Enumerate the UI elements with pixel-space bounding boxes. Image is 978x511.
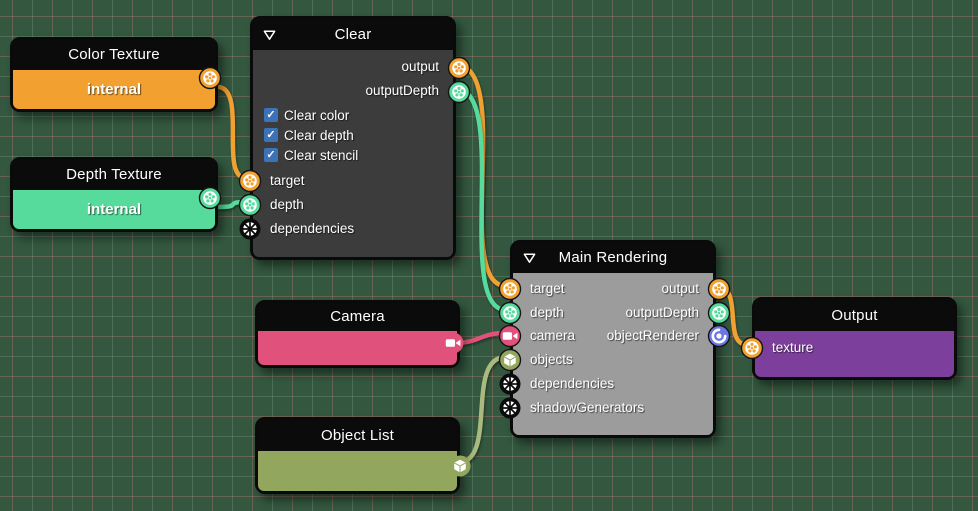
node-depth-texture-header[interactable]: Depth Texture — [13, 160, 215, 190]
main-objects-port[interactable] — [498, 348, 522, 372]
collapse-triangle-icon[interactable] — [522, 252, 537, 265]
clear-output-port[interactable] — [447, 56, 471, 80]
wire-colortexture-to-clear-target[interactable] — [216, 84, 249, 181]
node-title: Clear — [334, 26, 372, 43]
node-main-rendering-body: target output depth outputDepth camera o… — [513, 273, 713, 435]
port-label-output: output — [401, 59, 439, 74]
port-label-texture: texture — [772, 340, 814, 355]
checkbox-label: Clear stencil — [284, 147, 359, 163]
node-title: Depth Texture — [66, 166, 162, 183]
texture-reel-icon — [498, 301, 522, 325]
texture-reel-icon — [238, 169, 262, 193]
wire-objectlist-to-main-objects[interactable] — [454, 354, 509, 466]
cube-icon — [498, 348, 522, 372]
port-label-depth: depth — [270, 197, 304, 212]
node-title: Color Texture — [68, 46, 160, 63]
node-title: Main Rendering — [558, 249, 668, 266]
node-depth-texture-body: internal — [13, 190, 215, 229]
port-label-camera: camera — [530, 328, 576, 343]
port-label-outputdepth: outputDepth — [365, 83, 439, 98]
main-shadowgenerators-port[interactable] — [498, 396, 522, 420]
node-main-rendering-header[interactable]: Main Rendering — [513, 243, 713, 273]
color-texture-output-port[interactable] — [198, 66, 222, 90]
texture-reel-icon — [707, 277, 731, 301]
collapse-triangle-icon[interactable] — [262, 28, 277, 41]
texture-reel-icon — [498, 277, 522, 301]
port-label-output: output — [661, 281, 699, 296]
object-list-output-port[interactable] — [448, 454, 472, 478]
checkbox-clear-stencil[interactable]: ✓ Clear stencil — [264, 145, 358, 165]
checkbox-checked-icon[interactable]: ✓ — [264, 108, 278, 122]
texture-reel-icon — [238, 193, 262, 217]
node-object-list-header[interactable]: Object List — [258, 420, 457, 451]
main-objectrenderer-port[interactable] — [707, 324, 731, 348]
port-label-depth: depth — [530, 305, 564, 320]
clear-depth-port[interactable] — [238, 193, 262, 217]
node-camera-header[interactable]: Camera — [258, 303, 457, 331]
node-color-texture-header[interactable]: Color Texture — [13, 40, 215, 70]
node-output-header[interactable]: Output — [755, 300, 954, 331]
clear-dependencies-port[interactable] — [238, 217, 262, 241]
port-label-target: target — [270, 173, 305, 188]
port-label-dependencies: dependencies — [270, 221, 355, 236]
texture-reel-icon — [707, 301, 731, 325]
checkbox-clear-depth[interactable]: ✓ Clear depth — [264, 125, 354, 145]
main-camera-port[interactable] — [498, 324, 522, 348]
port-label-target: target — [530, 281, 565, 296]
node-object-list[interactable]: Object List — [255, 417, 471, 494]
checkbox-checked-icon[interactable]: ✓ — [264, 148, 278, 162]
port-label-objects: objects — [530, 352, 573, 367]
checkbox-clear-color[interactable]: ✓ Clear color — [264, 105, 349, 125]
texture-value-label: internal — [86, 201, 142, 218]
node-camera-body — [258, 331, 457, 365]
node-output-body: texture — [755, 331, 954, 377]
node-color-texture[interactable]: Color Texture internal — [10, 37, 222, 112]
wire-clear-outputdepth-to-main-depth[interactable] — [453, 86, 509, 313]
depth-texture-output-port[interactable] — [198, 186, 222, 210]
camera-output-port[interactable] — [441, 331, 465, 355]
node-clear-header[interactable]: Clear — [253, 19, 453, 50]
node-title: Camera — [330, 308, 385, 325]
port-label-outputdepth: outputDepth — [625, 305, 699, 320]
main-output-port[interactable] — [707, 277, 731, 301]
video-camera-icon — [498, 324, 522, 348]
checkbox-label: Clear depth — [284, 127, 354, 143]
renderer-swirl-icon — [707, 324, 731, 348]
texture-value-label: internal — [86, 81, 142, 98]
node-camera[interactable]: Camera — [255, 300, 464, 368]
dependencies-wheel-icon — [499, 397, 521, 419]
dependencies-wheel-icon — [499, 373, 521, 395]
main-depth-port[interactable] — [498, 301, 522, 325]
node-clear[interactable]: Clear output outputDepth ✓ Clear color ✓… — [238, 16, 471, 260]
texture-reel-icon — [198, 186, 222, 210]
texture-reel-icon — [447, 80, 471, 104]
texture-reel-icon — [740, 336, 764, 360]
node-depth-texture[interactable]: Depth Texture internal — [10, 157, 222, 232]
video-camera-icon — [442, 332, 464, 354]
port-label-shadowgenerators: shadowGenerators — [530, 400, 645, 415]
main-target-port[interactable] — [498, 277, 522, 301]
node-output[interactable]: Output texture — [740, 297, 957, 380]
node-title: Output — [831, 307, 878, 324]
texture-reel-icon — [447, 56, 471, 80]
node-color-texture-body: internal — [13, 70, 215, 109]
main-dependencies-port[interactable] — [498, 372, 522, 396]
node-clear-body: output outputDepth ✓ Clear color ✓ Clear… — [253, 50, 453, 257]
checkbox-label: Clear color — [284, 107, 350, 123]
node-object-list-body — [258, 451, 457, 491]
port-label-dependencies: dependencies — [530, 376, 615, 391]
port-label-objectrenderer: objectRenderer — [606, 328, 699, 343]
texture-reel-icon — [198, 66, 222, 90]
node-title: Object List — [320, 427, 395, 444]
checkbox-checked-icon[interactable]: ✓ — [264, 128, 278, 142]
clear-target-port[interactable] — [238, 169, 262, 193]
clear-outputdepth-port[interactable] — [447, 80, 471, 104]
output-texture-port[interactable] — [740, 336, 764, 360]
main-outputdepth-port[interactable] — [707, 301, 731, 325]
cube-icon — [449, 455, 471, 477]
dependencies-wheel-icon — [239, 218, 261, 240]
node-main-rendering[interactable]: Main Rendering target output depth outpu… — [498, 240, 731, 438]
